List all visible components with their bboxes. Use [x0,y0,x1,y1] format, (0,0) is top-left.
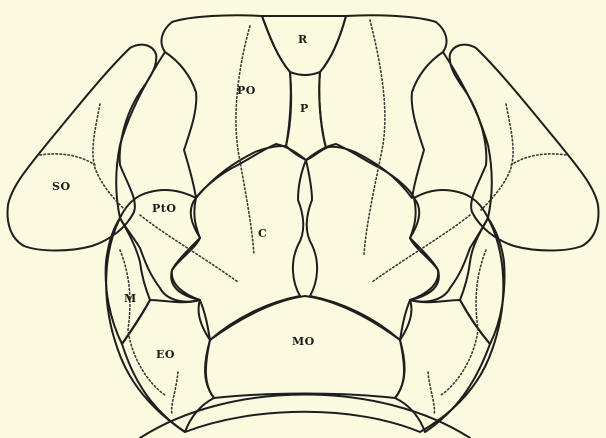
shoulder-left [116,52,165,218]
marginal-plate-right [460,218,504,344]
sensory-canal-po-right [364,20,385,255]
label-central: C [258,227,267,240]
label-postorbital: PtO [152,202,176,215]
label-preorbital: PO [237,84,256,97]
sensory-canal-so-right-branch [511,154,566,165]
sensory-canal-pto-right [372,215,470,282]
sensory-canal-pto-left [140,215,238,282]
sensory-canal-eo-right [428,372,434,415]
label-extrascapular: EO [156,348,175,361]
central-plate-left [172,144,306,340]
sensory-canal-po-left [236,26,254,255]
label-marginal: M [124,292,137,305]
sensory-canal-m-right [441,250,486,395]
sensory-canal-eo-left [172,372,178,415]
label-suborbital: SO [52,180,71,193]
label-pineal: P [300,102,309,115]
label-rostral: R [298,33,308,46]
suborbital-plate-right [450,45,599,251]
label-medio-occipital: MO [292,335,315,348]
sensory-canal-so-left-branch [40,154,95,165]
suborbital-plate-left [8,45,157,251]
outer-outline [106,218,503,432]
